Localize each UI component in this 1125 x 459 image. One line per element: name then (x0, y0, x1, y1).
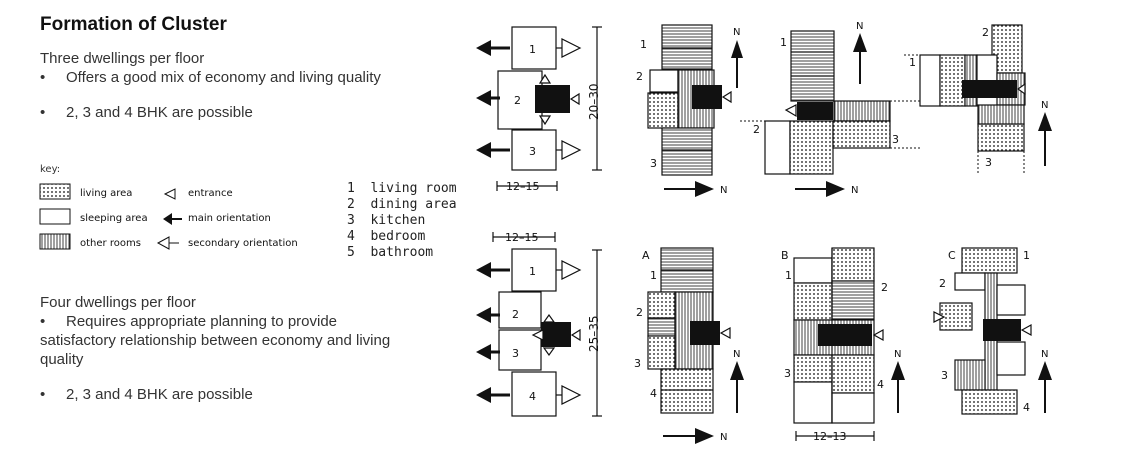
room-number: 1 (909, 56, 916, 69)
section-heading: Three dwellings per floor (40, 50, 205, 67)
key-fill-label: other rooms (80, 238, 141, 249)
room-number: 2 (636, 70, 643, 83)
north-label: N (720, 185, 727, 196)
room-number: 2 (982, 26, 989, 39)
sleeping-area-swatch (39, 208, 71, 225)
key-fill-label: sleeping area (80, 213, 148, 224)
schematic-four-dwellings (476, 232, 714, 444)
room-entry: 2 dining area (347, 197, 457, 212)
room-number: 2 (753, 123, 760, 136)
variant-label: A (642, 249, 650, 262)
north-label: N (851, 185, 858, 196)
cluster-diagrams: 1 2 3 20–30 12–15 1 2 3 N N 1 2 3 N N 2 … (476, 21, 1052, 444)
plan-three-3 (904, 24, 1052, 175)
key-symbol-label: entrance (188, 188, 233, 199)
plan-c (933, 247, 1052, 415)
schematic-three-dwellings (476, 26, 602, 191)
room-number-legend: 1 living room 2 dining area 3 kitchen 4 … (347, 181, 457, 261)
room-number: 2 (881, 281, 888, 294)
section-heading: Four dwellings per floor (40, 294, 196, 311)
north-label: N (894, 349, 901, 360)
room-number: 1 (640, 38, 647, 51)
room-entry: 5 bathroom (347, 245, 434, 260)
unit-number: 3 (512, 347, 519, 360)
room-number: 1 (780, 36, 787, 49)
room-entry: 4 bedroom (347, 229, 426, 244)
room-number: 2 (939, 277, 946, 290)
room-number: 3 (784, 367, 791, 380)
room-number: 4 (1023, 401, 1030, 414)
section-three-dwellings: Three dwellings per floor •Offers a good… (40, 49, 381, 122)
key-symbol-label: secondary orientation (188, 238, 298, 249)
unit-number: 1 (529, 43, 536, 56)
bullet-item: •Requires appropriate planning to provid… (40, 313, 391, 368)
bullet-item: •2, 3 and 4 BHK are possible (40, 386, 253, 403)
key-fill-label: living area (80, 188, 132, 199)
bullet-item: •Offers a good mix of economy and living… (40, 69, 381, 86)
room-entry: 1 living room (347, 181, 457, 196)
main-orientation-icon (163, 213, 172, 225)
north-label: N (856, 21, 863, 32)
entrance-icon (163, 188, 176, 200)
key-label: key: (40, 164, 61, 175)
key-symbol-label: main orientation (188, 213, 271, 224)
unit-number: 4 (529, 390, 536, 403)
room-number: 3 (634, 357, 641, 370)
dimension-label: 12–15 (505, 231, 539, 244)
unit-number: 2 (512, 308, 519, 321)
page-title: Formation of Cluster (40, 14, 227, 35)
unit-number: 1 (529, 265, 536, 278)
dimension-label: 25–35 (587, 315, 601, 352)
north-label: N (733, 349, 740, 360)
north-label: N (1041, 349, 1048, 360)
room-number: 1 (650, 269, 657, 282)
dimension-label: 20–30 (587, 83, 601, 120)
dimension-label: 12–15 (506, 180, 540, 193)
plan-a (647, 247, 744, 414)
room-number: 3 (650, 157, 657, 170)
secondary-orientation-icon (156, 236, 170, 250)
dimension-label: 12–13 (813, 430, 847, 443)
room-number: 4 (877, 378, 884, 391)
plan-three-2 (740, 30, 920, 197)
room-number: 4 (650, 387, 657, 400)
north-label: N (1041, 100, 1048, 111)
plan-b (793, 247, 905, 441)
variant-label: C (948, 249, 956, 262)
room-number: 3 (892, 133, 899, 146)
room-number: 3 (985, 156, 992, 169)
room-number: 2 (636, 306, 643, 319)
variant-label: B (781, 249, 789, 262)
bullet-item: •2, 3 and 4 BHK are possible (40, 104, 253, 121)
room-number: 1 (1023, 249, 1030, 262)
other-rooms-swatch (39, 233, 71, 250)
unit-number: 3 (529, 145, 536, 158)
key-legend: living area sleeping area other rooms en… (39, 183, 298, 250)
room-entry: 3 kitchen (347, 213, 426, 228)
plan-three-1 (647, 24, 743, 197)
unit-number: 2 (514, 94, 521, 107)
section-four-dwellings: Four dwellings per floor •Requires appro… (40, 293, 410, 404)
north-label: N (720, 432, 727, 443)
north-label: N (733, 27, 740, 38)
room-number: 3 (941, 369, 948, 382)
room-number: 1 (785, 269, 792, 282)
living-area-swatch (39, 183, 71, 200)
